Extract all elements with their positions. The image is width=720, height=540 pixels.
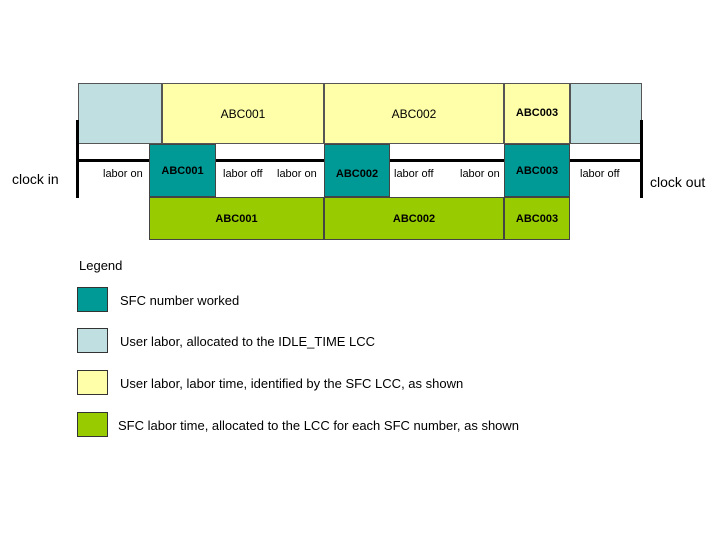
idle-block-end (570, 83, 642, 144)
user-labor-block-abc003: ABC003 (504, 83, 570, 144)
sfc-labor-label: ABC001 (215, 212, 258, 225)
user-labor-label: ABC002 (391, 106, 437, 121)
labor-off-label: labor off (223, 168, 263, 180)
sfc-labor-label: ABC002 (392, 212, 436, 225)
legend-label-idle: User labor, allocated to the IDLE_TIME L… (120, 334, 376, 349)
sfc-labor-block-abc001: ABC001 (149, 197, 324, 240)
clock-in-tick (76, 120, 79, 198)
clock-out-label: clock out (650, 174, 706, 190)
sfc-worked-block-abc001: ABC001 (149, 144, 216, 197)
legend-title: Legend (79, 258, 123, 273)
sfc-worked-block-abc002: ABC002 (324, 144, 390, 197)
sfc-worked-label: ABC001 (161, 165, 204, 177)
labor-on-label: labor on (277, 168, 317, 180)
sfc-worked-label: ABC002 (335, 168, 379, 180)
user-labor-block-abc001: ABC001 (162, 83, 324, 144)
labor-off-label: labor off (580, 168, 620, 180)
sfc-labor-block-abc002: ABC002 (324, 197, 504, 240)
legend-label-user-labor: User labor, labor time, identified by th… (120, 376, 464, 391)
labor-on-label: labor on (460, 168, 500, 180)
user-labor-block-abc002: ABC002 (324, 83, 504, 144)
sfc-labor-label: ABC003 (515, 212, 559, 225)
labor-on-label: labor on (103, 168, 143, 180)
labor-off-label: labor off (394, 168, 434, 180)
user-labor-label: ABC001 (220, 106, 266, 121)
sfc-worked-label: ABC003 (515, 165, 559, 177)
legend-swatch-sfc-worked (77, 287, 108, 312)
legend-swatch-idle (77, 328, 108, 353)
legend-label-sfc-labor: SFC labor time, allocated to the LCC for… (118, 418, 520, 433)
legend-label-sfc-worked: SFC number worked (120, 293, 240, 308)
legend-swatch-user-labor (77, 370, 108, 395)
sfc-labor-block-abc003: ABC003 (504, 197, 570, 240)
idle-block-start (78, 83, 162, 144)
legend-swatch-sfc-labor (77, 412, 108, 437)
user-labor-label: ABC003 (515, 106, 559, 119)
clock-in-label: clock in (12, 171, 59, 187)
sfc-worked-block-abc003: ABC003 (504, 144, 570, 197)
